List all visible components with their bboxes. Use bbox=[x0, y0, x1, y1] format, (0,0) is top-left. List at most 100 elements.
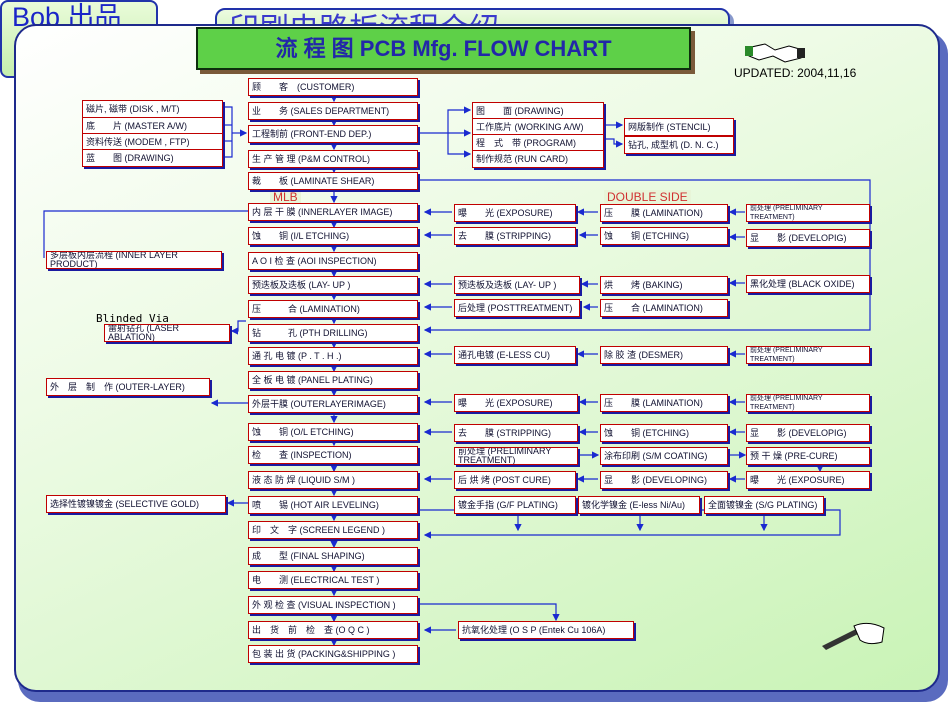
c2-layup: 预迭板及迭板 (LAY- UP ) bbox=[454, 276, 580, 294]
box-label: 黑化处理 (BLACK OXIDE) bbox=[750, 278, 855, 289]
box-label: 显 影 (DEVELOPIG) bbox=[750, 427, 847, 438]
c2-exposure-1: 曝 光 (EXPOSURE) bbox=[454, 204, 576, 222]
box-label: 压 合 (LAMINATION) bbox=[604, 302, 703, 313]
box-label: 网版制作 (STENCIL) bbox=[628, 121, 711, 132]
c2-post-cure: 后 烘 烤 (POST CURE) bbox=[454, 471, 576, 489]
c4-preliminary-1: 前处理 (PRELIMINARY TREATMENT) bbox=[746, 204, 870, 222]
step-liquid-sm: 液 态 防 焊 (LIQUID S/M ) bbox=[248, 471, 418, 489]
handshake-icon bbox=[745, 43, 805, 63]
step-panel-plating: 全 板 电 镀 (PANEL PLATING) bbox=[248, 371, 418, 389]
box-label: 前处理 (PRELIMINARY TREATMENT) bbox=[750, 347, 823, 363]
outer-layer: 外 层 制 作 (OUTER-LAYER) bbox=[46, 378, 210, 396]
box-label: 检 查 (INSPECTION) bbox=[252, 449, 352, 460]
c3-etching-1: 蚀 铜 (ETCHING) bbox=[600, 227, 728, 245]
box-label: 成 型 (FINAL SHAPING) bbox=[252, 550, 365, 561]
c2-osp: 抗氧化处理 (O S P (Entek Cu 106A) bbox=[458, 621, 634, 639]
c3-desmer: 除 胶 渣 (DESMER) bbox=[600, 346, 728, 364]
box-label: 前处理 (PRELIMINARY TREATMENT) bbox=[458, 447, 552, 465]
box-label: 抗氧化处理 (O S P (Entek Cu 106A) bbox=[462, 624, 606, 635]
box-label: 除 胶 渣 (DESMER) bbox=[604, 349, 684, 360]
input-disk: 磁片, 磁带 (DISK , M/T) bbox=[82, 100, 223, 118]
box-label: 包 装 出 货 (PACKING&SHIPPING ) bbox=[252, 648, 396, 659]
box-label: 蓝 图 (DRAWING) bbox=[86, 152, 174, 163]
output-stencil: 网版制作 (STENCIL) bbox=[624, 118, 734, 136]
box-label: 外层干膜 (OUTERLAYERIMAGE) bbox=[252, 398, 386, 409]
box-label: 曝 光 (EXPOSURE) bbox=[458, 397, 553, 408]
mlb-label: MLB bbox=[270, 190, 301, 204]
step-il-etching: 蚀 铜 (I/L ETCHING) bbox=[248, 227, 418, 245]
c4-preliminary-3: 前处理 (PRELIMINARY TREATMENT) bbox=[746, 394, 870, 412]
box-label: 全 板 电 镀 (PANEL PLATING) bbox=[252, 374, 373, 385]
inner-layer-product: 多层板内层流程 (INNER LAYER PRODUCT) bbox=[46, 251, 222, 269]
box-label: 显 影 (DEVELOPING) bbox=[604, 474, 708, 485]
box-label: 钻 孔 (PTH DRILLING) bbox=[252, 327, 368, 338]
box-label: 蚀 铜 (O/L ETCHING) bbox=[252, 426, 354, 437]
box-label: 磁片, 磁带 (DISK , M/T) bbox=[86, 103, 180, 114]
box-label: 喷 锡 (HOT AIR LEVELING) bbox=[252, 499, 379, 510]
box-label: 后 烘 烤 (POST CURE) bbox=[458, 474, 551, 485]
c3-sg-plating: 全面镀镍金 (S/G PLATING) bbox=[704, 496, 824, 514]
box-label: 曝 光 (EXPOSURE) bbox=[458, 207, 553, 218]
step-pm-control: 生 产 管 理 (P&M CONTROL) bbox=[248, 150, 418, 168]
box-label: 去 膜 (STRIPPING) bbox=[458, 230, 552, 241]
box-label: 工程制前 (FRONT-END DEP.) bbox=[252, 128, 372, 139]
c4-developig-2: 显 影 (DEVELOPIG) bbox=[746, 424, 870, 442]
laser-ablation: 雷射钻孔 (LASER ABLATION) bbox=[104, 324, 230, 342]
box-label: 镀金手指 (G/F PLATING) bbox=[458, 499, 558, 510]
step-innerlayer-image: 内 层 干 膜 (INNERLAYER IMAGE) bbox=[248, 203, 418, 221]
box-label: 外 观 检 查 (VISUAL INSPECTION ) bbox=[252, 599, 396, 610]
c2-stripping-1: 去 膜 (STRIPPING) bbox=[454, 227, 576, 245]
box-label: 通孔电镀 (E-LESS CU) bbox=[458, 349, 551, 360]
output-run-card: 制作规范 (RUN CARD) bbox=[472, 150, 604, 168]
step-hot-air-leveling: 喷 锡 (HOT AIR LEVELING) bbox=[248, 496, 418, 514]
c3-lamination-3: 压 膜 (LAMINATION) bbox=[600, 394, 728, 412]
c4-black-oxide: 黑化处理 (BLACK OXIDE) bbox=[746, 275, 870, 293]
step-visual-inspection: 外 观 检 查 (VISUAL INSPECTION ) bbox=[248, 596, 418, 614]
box-label: 液 态 防 焊 (LIQUID S/M ) bbox=[252, 474, 356, 485]
box-label: 外 层 制 作 (OUTER-LAYER) bbox=[50, 381, 185, 392]
box-label: 镀化学镍金 (E-less Ni/Au) bbox=[582, 499, 686, 510]
step-lamination: 压 合 (LAMINATION) bbox=[248, 300, 418, 318]
box-label: 资料传送 (MODEM , FTP) bbox=[86, 136, 190, 147]
box-label: 雷射钻孔 (LASER ABLATION) bbox=[108, 324, 180, 342]
box-label: 工作底片 (WORKING A/W) bbox=[476, 121, 584, 132]
box-label: 蚀 铜 (I/L ETCHING) bbox=[252, 230, 350, 241]
step-screen-legend: 印 文 字 (SCREEN LEGEND ) bbox=[248, 521, 418, 539]
box-label: 选择性镀镍镀金 (SELECTIVE GOLD) bbox=[50, 498, 200, 509]
box-label: 蚀 铜 (ETCHING) bbox=[604, 230, 689, 241]
c3-lamination-2: 压 合 (LAMINATION) bbox=[600, 299, 728, 317]
box-label: 出 货 前 检 查 (O Q C ) bbox=[252, 624, 370, 635]
box-label: 业 务 (SALES DEPARTMENT) bbox=[252, 105, 390, 116]
c2-post-treatment: 后处理 (POSTTREATMENT) bbox=[454, 299, 580, 317]
updated-date: UPDATED: 2004,11,16 bbox=[734, 66, 857, 80]
box-label: 预 干 燥 (PRE-CURE) bbox=[750, 450, 838, 461]
box-label: 多层板内层流程 (INNER LAYER PRODUCT) bbox=[50, 251, 178, 269]
c4-pre-cure: 预 干 燥 (PRE-CURE) bbox=[746, 447, 870, 465]
blinded-via-label: Blinded Via bbox=[96, 312, 169, 325]
step-pth-drilling: 钻 孔 (PTH DRILLING) bbox=[248, 324, 418, 342]
box-label: 前处理 (PRELIMINARY TREATMENT) bbox=[750, 205, 823, 221]
step-ol-etching: 蚀 铜 (O/L ETCHING) bbox=[248, 423, 418, 441]
box-label: 裁 板 (LAMINATE SHEAR) bbox=[252, 175, 375, 186]
box-label: 预迭板及迭板 (LAY- UP ) bbox=[252, 279, 351, 290]
c2-stripping-2: 去 膜 (STRIPPING) bbox=[454, 424, 578, 442]
c3-lamination-1: 压 膜 (LAMINATION) bbox=[600, 204, 728, 222]
box-label: 蚀 铜 (ETCHING) bbox=[604, 427, 689, 438]
box-label: 后处理 (POSTTREATMENT) bbox=[458, 302, 573, 313]
box-label: 制作规范 (RUN CARD) bbox=[476, 153, 568, 164]
box-label: 电 测 (ELECTRICAL TEST ) bbox=[252, 574, 380, 585]
step-sales: 业 务 (SALES DEPARTMENT) bbox=[248, 102, 418, 120]
box-label: 钻孔, 成型机 (D. N. C.) bbox=[628, 139, 719, 150]
pen-hand-icon bbox=[822, 622, 885, 650]
output-dnc: 钻孔, 成型机 (D. N. C.) bbox=[624, 136, 734, 154]
step-front-end: 工程制前 (FRONT-END DEP.) bbox=[248, 125, 418, 143]
box-label: 通 孔 电 镀 (P . T . H .) bbox=[252, 350, 342, 361]
c2-eless-cu: 通孔电镀 (E-LESS CU) bbox=[454, 346, 576, 364]
step-final-shaping: 成 型 (FINAL SHAPING) bbox=[248, 547, 418, 565]
box-label: 涂布印刷 (S/M COATING) bbox=[604, 450, 708, 461]
box-label: 去 膜 (STRIPPING) bbox=[458, 427, 552, 438]
c4-developig-1: 显 影 (DEVELOPIG) bbox=[746, 229, 870, 247]
step-inspection: 检 查 (INSPECTION) bbox=[248, 446, 418, 464]
box-label: 曝 光 (EXPOSURE) bbox=[750, 474, 845, 485]
c2-gf-plating: 镀金手指 (G/F PLATING) bbox=[454, 496, 576, 514]
